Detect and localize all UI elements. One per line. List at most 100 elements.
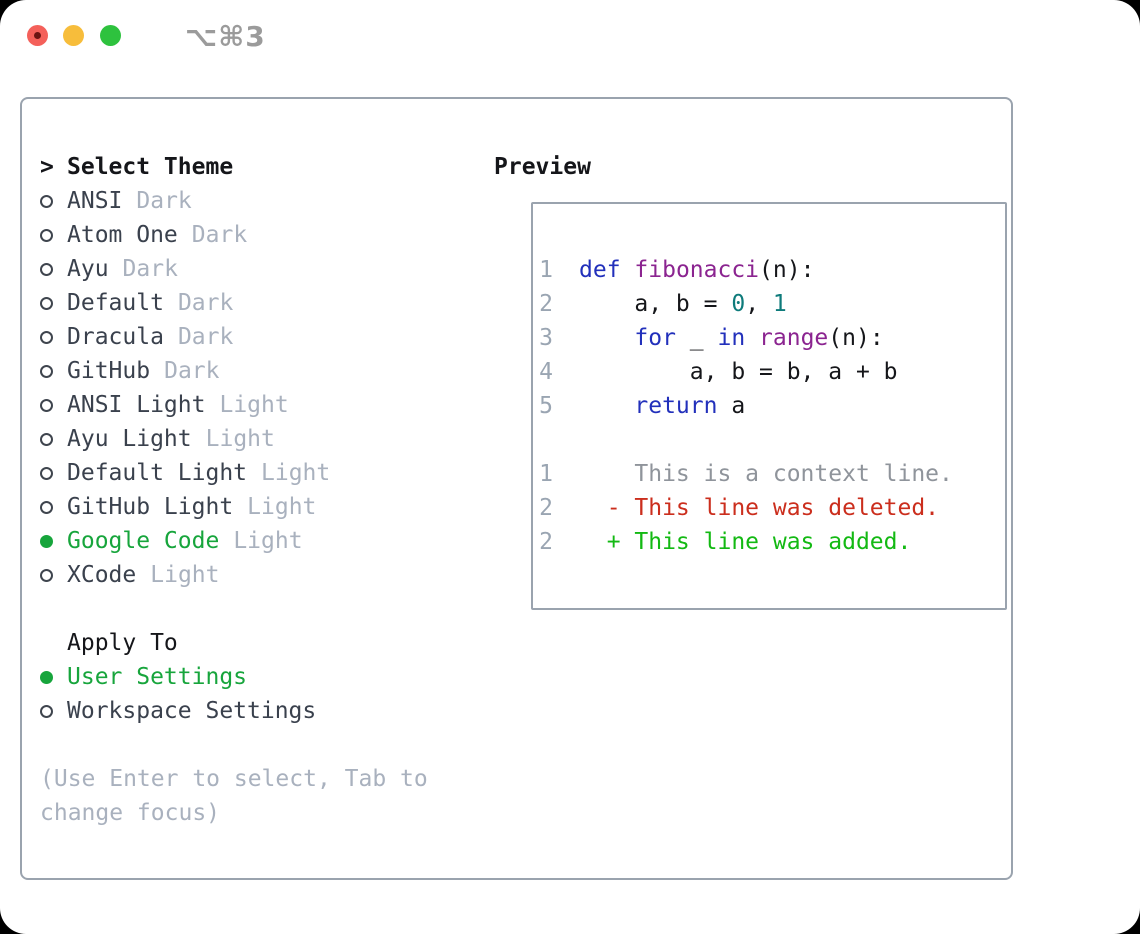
radio-selected-icon xyxy=(40,534,53,548)
radio-cell xyxy=(40,398,67,412)
theme-name: Default xyxy=(67,290,164,316)
preview-line xyxy=(539,423,1005,457)
code-content: for _ in range(n): xyxy=(579,325,884,351)
preview-title: Preview xyxy=(494,154,591,180)
theme-variant: Dark xyxy=(164,358,220,384)
traffic-light-zoom-icon[interactable] xyxy=(100,25,121,46)
select-theme-title: > Select Theme xyxy=(40,150,444,184)
radio-icon xyxy=(40,364,53,378)
preview-line: 2 - This line was deleted. xyxy=(539,491,1005,525)
radio-cell xyxy=(40,296,67,310)
line-number: 2 xyxy=(539,529,553,555)
code-content: - This line was deleted. xyxy=(579,495,939,521)
apply-option-label: User Settings xyxy=(67,664,248,690)
theme-option-google-code-light[interactable]: Google Code Light xyxy=(40,524,444,558)
code-token: - This line was deleted. xyxy=(579,495,940,521)
radio-cell xyxy=(40,534,67,548)
radio-selected-icon xyxy=(40,670,53,684)
theme-name: GitHub xyxy=(67,358,151,384)
theme-option-github-dark[interactable]: GitHub Dark xyxy=(40,354,444,388)
line-number: 1 xyxy=(539,461,553,487)
theme-variant: Light xyxy=(150,562,220,588)
theme-option-atom-one-dark[interactable]: Atom One Dark xyxy=(40,218,444,252)
theme-variant: Dark xyxy=(191,222,248,248)
radio-cell xyxy=(40,194,67,208)
line-number: 2 xyxy=(539,291,553,317)
apply-option-user-settings[interactable]: User Settings xyxy=(40,660,444,694)
code-token: 1 xyxy=(772,291,787,317)
help-text: (Use Enter to select, Tab to change focu… xyxy=(40,766,428,826)
theme-option-ansi-light-light[interactable]: ANSI Light Light xyxy=(40,388,444,422)
apply-option-label: Workspace Settings xyxy=(67,698,317,724)
apply-option-workspace-settings[interactable]: Workspace Settings xyxy=(40,694,444,728)
theme-name: Atom One xyxy=(67,222,178,248)
radio-icon xyxy=(40,228,53,242)
radio-icon xyxy=(40,704,53,718)
traffic-light-minimize-icon[interactable] xyxy=(63,25,84,46)
preview-line: 2 a, b = 0, 1 xyxy=(539,287,1005,321)
apply-to-title-row: Apply To xyxy=(40,626,444,660)
code-token: (n): xyxy=(759,257,815,283)
selection-caret-cell: > xyxy=(40,154,67,180)
code-token xyxy=(579,325,634,351)
radio-icon xyxy=(40,194,53,208)
code-token: 0 xyxy=(731,291,746,317)
window-shortcut-label: ⌥⌘3 xyxy=(185,20,266,53)
radio-icon xyxy=(40,262,53,276)
theme-name: GitHub Light xyxy=(67,494,234,520)
spacer xyxy=(40,592,444,626)
line-number: 2 xyxy=(539,495,553,521)
code-content: def fibonacci(n): xyxy=(579,257,814,283)
preview-line: 5 return a xyxy=(539,389,1005,423)
line-number: 5 xyxy=(539,393,553,419)
code-token: a, b = b, a + b xyxy=(579,359,898,385)
preview-line: 3 for _ in range(n): xyxy=(539,321,1005,355)
theme-name: Ayu xyxy=(67,256,109,282)
theme-variant: Light xyxy=(233,528,303,554)
theme-variant: Light xyxy=(205,426,275,452)
preview-line: 2 + This line was added. xyxy=(539,525,1005,559)
radio-icon xyxy=(40,398,53,412)
theme-name: ANSI xyxy=(67,188,123,214)
radio-icon xyxy=(40,330,53,344)
code-content: a, b = b, a + b xyxy=(579,359,898,385)
titlebar: ⌥⌘3 xyxy=(0,0,1140,72)
code-token: a xyxy=(717,393,746,419)
theme-name: XCode xyxy=(67,562,137,588)
code-token: (n): xyxy=(828,325,884,351)
code-token: _ xyxy=(675,325,718,351)
theme-option-xcode-light[interactable]: XCode Light xyxy=(40,558,444,592)
radio-cell xyxy=(40,228,67,242)
radio-cell xyxy=(40,670,67,684)
traffic-light-close-icon[interactable] xyxy=(27,25,48,46)
caret-icon: > xyxy=(40,154,54,180)
theme-variant: Dark xyxy=(136,188,192,214)
radio-icon xyxy=(40,466,53,480)
code-content: This is a context line. xyxy=(579,461,953,487)
theme-name: Google Code xyxy=(67,528,220,554)
theme-option-ansi-dark[interactable]: ANSI Dark xyxy=(40,184,444,218)
line-number: 3 xyxy=(539,325,553,351)
theme-name: Default Light xyxy=(67,460,248,486)
radio-icon xyxy=(40,296,53,310)
theme-variant: Light xyxy=(219,392,289,418)
theme-name: ANSI Light xyxy=(67,392,206,418)
radio-cell xyxy=(40,500,67,514)
line-number: 4 xyxy=(539,359,553,385)
theme-name: Dracula xyxy=(67,324,164,350)
code-token xyxy=(621,257,635,283)
code-content: + This line was added. xyxy=(579,529,912,555)
